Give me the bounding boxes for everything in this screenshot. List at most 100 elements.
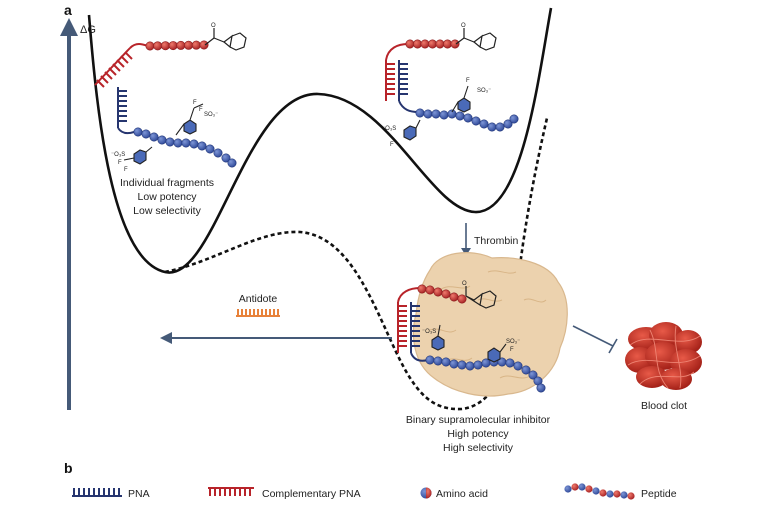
amino-acid-icon — [420, 487, 432, 499]
legend-peptide-bead — [627, 492, 635, 500]
thrombin-label: Thrombin — [474, 235, 519, 247]
red-peptide-bead — [450, 39, 460, 49]
red-peptide-bead — [417, 284, 427, 294]
blue-peptide-bead — [479, 119, 489, 129]
red-peptide-bead — [199, 40, 209, 50]
legend-amino-acid-label: Amino acid — [436, 488, 488, 500]
panel-b-letter: b — [64, 460, 73, 476]
red-peptide-bead — [433, 287, 443, 297]
bound-state-line-1: Binary supramolecular inhibitor — [406, 414, 551, 426]
blue-peptide-bead — [495, 122, 505, 132]
red-peptide-bead — [184, 40, 194, 50]
bound-state-line-2: High potency — [447, 428, 509, 440]
blue-peptide-bead — [503, 119, 513, 129]
blue-peptide-bead — [423, 109, 433, 119]
legend-peptide-bead — [592, 487, 600, 495]
chem-o3s-left: ⁻O₃S — [111, 152, 125, 158]
blue-peptide-bead — [505, 358, 515, 368]
legend-amino-acid: Amino acid — [420, 487, 488, 500]
chem-so3-bound: SO₃⁻ — [506, 339, 520, 345]
red-peptide-bead — [442, 39, 452, 49]
energy-axis — [60, 18, 78, 410]
red-peptide-bead — [420, 39, 430, 49]
blue-fragment-left: F F SO₃⁻ ⁻O₃S F F — [111, 87, 237, 173]
red-peptide-bead — [441, 289, 451, 299]
blue-peptide-bead — [157, 135, 167, 145]
blue-peptide-bead — [205, 144, 215, 154]
chem-o-bound: O — [462, 281, 467, 287]
blue-peptide-bead — [133, 127, 143, 137]
red-peptide-bead — [153, 41, 163, 51]
comp-pna-bound — [397, 287, 421, 353]
left-state-line-3: Low selectivity — [133, 205, 201, 217]
blue-peptide-bead — [213, 148, 223, 158]
blue-peptide-bead — [471, 116, 481, 126]
red-peptide-bead — [457, 294, 467, 304]
blood-clot-icon — [625, 322, 702, 390]
chem-f-right2: F — [390, 142, 394, 148]
sulfonyl-groups-right — [403, 85, 471, 141]
pna-left — [117, 87, 135, 135]
legend-peptide-bead — [606, 490, 614, 498]
blue-peptide-bead — [221, 153, 231, 163]
legend-peptide-bead — [599, 489, 607, 497]
blue-peptide-bead — [197, 141, 207, 151]
blue-peptide-bead — [433, 356, 443, 366]
heterocycle-right — [455, 28, 497, 51]
pna-icon — [72, 488, 122, 497]
blue-peptide-bead — [173, 138, 183, 148]
sulfonyl-groups-left — [123, 103, 204, 165]
energy-curve-dashed — [164, 117, 549, 411]
legend-peptide-bead — [571, 483, 579, 491]
blue-peptide-bead — [457, 360, 467, 370]
heterocycle-bound — [465, 286, 497, 309]
blue-peptide-bead — [149, 132, 159, 142]
blue-peptide-bead — [425, 355, 435, 365]
comp-pna-right — [385, 43, 409, 101]
blue-peptide-bead — [415, 108, 425, 118]
chem-f-left1: F — [193, 100, 197, 106]
blue-peptide-bead — [509, 114, 519, 124]
blue-peptide-bead — [431, 109, 441, 119]
blue-peptide-bead — [165, 137, 175, 147]
chem-o3s-right: ⁻O₃S — [382, 126, 396, 132]
red-peptide-bead — [435, 39, 445, 49]
chem-f-bound1: F — [510, 347, 514, 353]
energy-curve-solid — [87, 7, 553, 274]
red-peptide-bead — [160, 41, 170, 51]
legend-peptide-bead — [578, 483, 586, 491]
legend-peptide-bead — [564, 485, 572, 493]
red-peptide-bead — [145, 41, 155, 51]
thrombin-protein — [412, 252, 568, 397]
red-peptide-bead — [425, 285, 435, 295]
panel-a-letter: a — [64, 2, 72, 18]
blue-peptide-bead — [487, 122, 497, 132]
legend-comp-pna-label: Complementary PNA — [262, 488, 361, 500]
left-state-line-2: Low potency — [138, 191, 198, 203]
pna-right — [398, 60, 419, 113]
blue-peptide-bead — [463, 113, 473, 123]
legend-peptide-bead — [613, 490, 621, 498]
peptide-icon — [564, 483, 635, 500]
chem-so3-left: SO₃⁻ — [204, 112, 218, 118]
left-state-line-1: Individual fragments — [120, 177, 214, 189]
chem-f-right1: F — [466, 78, 470, 84]
red-peptide-bead — [412, 39, 422, 49]
red-peptide-bead — [176, 40, 186, 50]
bound-complex: O ⁻O₃S SO₃⁻ F — [397, 281, 546, 393]
blue-peptide-bead — [181, 138, 191, 148]
blue-peptide-bead — [189, 139, 199, 149]
legend-comp-pna: Complementary PNA — [208, 487, 361, 500]
thrombin-arrow — [461, 223, 471, 256]
blue-peptide-bead — [455, 111, 465, 121]
blue-peptide-bead — [465, 361, 475, 371]
red-peptide-bead — [191, 40, 201, 50]
red-peptide-bead — [427, 39, 437, 49]
legend-peptide: Peptide — [564, 483, 677, 500]
chem-so3-right: SO₃⁻ — [477, 88, 491, 94]
blue-peptide-bead — [473, 360, 483, 370]
legend-pna: PNA — [72, 488, 150, 500]
inhibition-arrow — [572, 325, 618, 354]
blue-peptide-bead — [536, 383, 546, 393]
